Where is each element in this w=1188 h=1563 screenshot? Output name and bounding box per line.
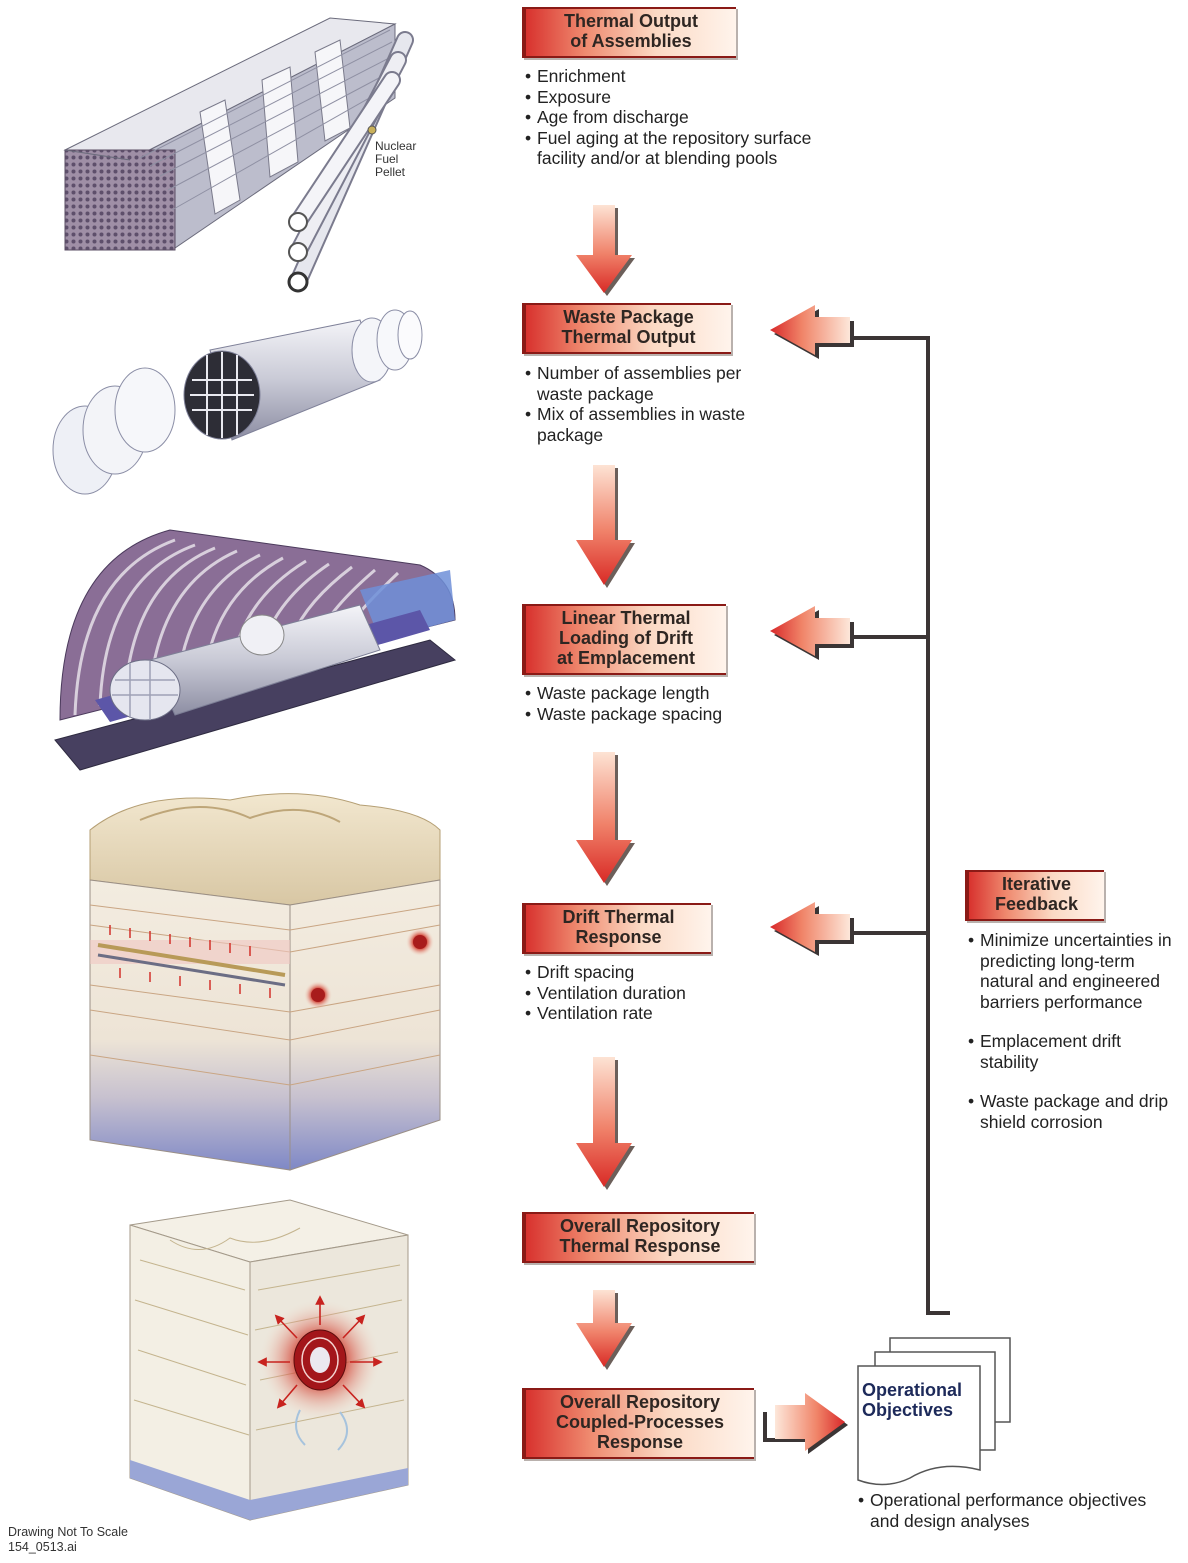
scale-note: Drawing Not To Scale [8, 1525, 128, 1540]
fuel-assembly-illustration [65, 18, 405, 291]
objectives-bullets: Operational performance objectives and d… [856, 1490, 1166, 1531]
list-item: Emplacement drift stability [966, 1031, 1181, 1072]
feedback-title: Iterative Feedback [969, 872, 1104, 914]
list-item: Drift spacing [523, 962, 753, 983]
feedback-bullets: Minimize uncertainties in predicting lon… [966, 930, 1181, 1151]
geologic-block-illustration [90, 794, 440, 1170]
list-item: Mix of assemblies in waste package [523, 404, 753, 445]
step-box-overall-repository-thermal-response: Overall Repository Thermal Response [522, 1212, 754, 1263]
objectives-title: Operational Objectives [862, 1380, 982, 1420]
iterative-feedback-box: Iterative Feedback [965, 870, 1104, 921]
list-item: Minimize uncertainties in predicting lon… [966, 930, 1181, 1012]
step-box-linear-thermal-loading: Linear Thermal Loading of Drift at Empla… [522, 604, 726, 675]
step-box-drift-thermal-response: Drift Thermal Response [522, 903, 711, 954]
step-title: Overall Repository Coupled-Processes Res… [526, 1390, 754, 1452]
list-item: Waste package spacing [523, 704, 783, 725]
step-title: Thermal Output of Assemblies [526, 9, 736, 51]
list-item: Exposure [523, 87, 823, 108]
step-box-coupled-processes-response: Overall Repository Coupled-Processes Res… [522, 1388, 754, 1459]
step-title: Waste Package Thermal Output [526, 305, 731, 347]
waste-package-illustration [53, 310, 422, 494]
list-item: Age from discharge [523, 107, 823, 128]
step-bullets-waste-package-thermal-output: Number of assemblies per waste package M… [523, 363, 753, 445]
step-bullets-thermal-output-assemblies: Enrichment Exposure Age from discharge F… [523, 66, 823, 169]
step-title: Drift Thermal Response [526, 905, 711, 947]
list-item: Operational performance objectives and d… [856, 1490, 1166, 1531]
list-item: Ventilation rate [523, 1003, 753, 1024]
step-box-waste-package-thermal-output: Waste Package Thermal Output [522, 303, 731, 354]
list-item: Number of assemblies per waste package [523, 363, 753, 404]
step-bullets-linear-thermal-loading: Waste package length Waste package spaci… [523, 683, 783, 724]
step-title: Overall Repository Thermal Response [526, 1214, 754, 1256]
step-box-thermal-output-assemblies: Thermal Output of Assemblies [522, 7, 736, 58]
list-item: Fuel aging at the repository surface fac… [523, 128, 823, 169]
file-name: 154_0513.ai [8, 1540, 128, 1555]
list-item: Waste package and drip shield corrosion [966, 1091, 1181, 1132]
list-item: Enrichment [523, 66, 823, 87]
step-bullets-drift-thermal-response: Drift spacing Ventilation duration Venti… [523, 962, 753, 1024]
list-item: Ventilation duration [523, 983, 753, 1004]
list-item: Waste package length [523, 683, 783, 704]
footer: Drawing Not To Scale 154_0513.ai [8, 1525, 128, 1555]
step-title: Linear Thermal Loading of Drift at Empla… [526, 606, 726, 668]
rock-block-illustration [130, 1200, 408, 1520]
emplacement-drift-illustration [55, 530, 455, 770]
nuclear-fuel-pellet-label: Nuclear Fuel Pellet [375, 140, 416, 179]
